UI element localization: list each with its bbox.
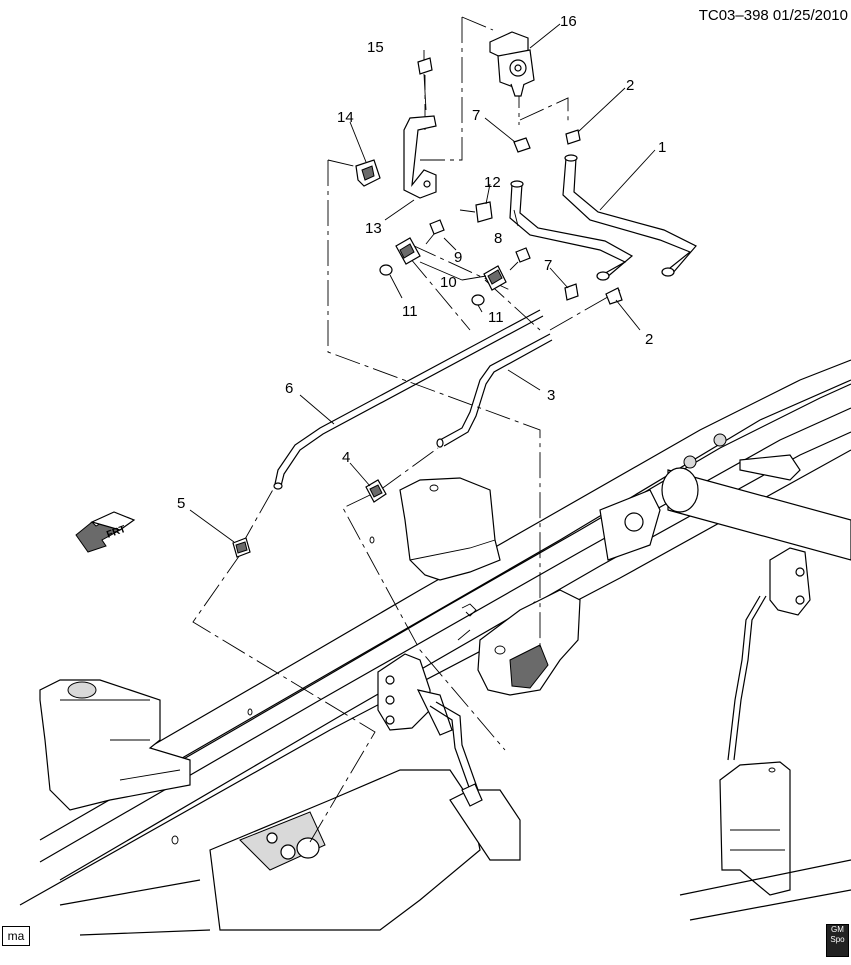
vent-valve-part-16 [489,31,535,97]
callout-7-top: 7 [472,107,480,124]
front-direction-arrow: FRT [75,511,136,553]
bracket-part-13 [403,115,437,199]
pipe-part-3 [436,333,553,448]
callout-11-right: 11 [488,309,504,326]
callout-numbers: 1 2 2 3 4 5 6 7 7 8 9 10 11 11 12 13 14 … [177,13,666,512]
callout-leader-lines [189,23,656,543]
pipe-part-6 [273,309,544,490]
callout-4: 4 [342,449,350,466]
clip-part-7 [513,137,579,301]
nut-part-11 [379,264,485,306]
callout-16: 16 [560,13,577,30]
callout-11-left: 11 [402,303,418,320]
fitting-part-5 [232,537,251,558]
vehicle-frame [19,359,851,936]
callout-8: 8 [494,230,502,247]
logo-top-text: GM [831,925,844,934]
callout-2-bottom: 2 [645,331,653,348]
clip-part-2 [565,129,623,305]
logo-bottom-text: Spo [830,935,845,944]
bolt-part-12 [459,201,493,223]
callout-1: 1 [658,139,666,156]
clip-part-14 [355,159,381,187]
callout-5: 5 [177,495,185,512]
bolt-part-9 [425,219,531,271]
callout-13: 13 [365,220,382,237]
callout-14: 14 [337,109,354,126]
callout-6: 6 [285,380,293,397]
clamp-part-10 [395,237,507,291]
hose-part-1 [562,154,697,277]
callout-9: 9 [454,249,462,266]
hose-part-8 [509,180,634,281]
callout-3: 3 [547,387,555,404]
callout-10: 10 [440,274,457,291]
bolt-part-15 [417,57,433,111]
illustration-tag: ma [2,926,30,946]
diagram-reference: TC03–398 01/25/2010 [699,7,848,24]
callout-2-top: 2 [626,77,634,94]
callout-7-bottom: 7 [544,257,552,274]
callout-12: 12 [484,174,501,191]
callout-15: 15 [367,39,384,56]
gm-spo-logo: GM Spo [826,924,849,957]
fitting-part-4 [365,479,387,503]
